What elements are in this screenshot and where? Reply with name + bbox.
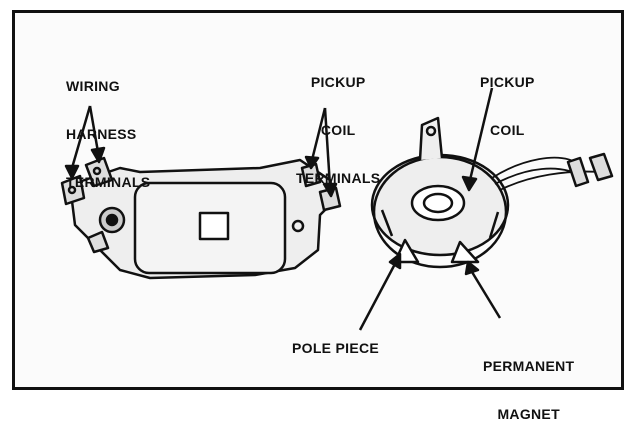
label-line: TERMINALS: [296, 170, 381, 186]
label-line: WIRING: [66, 78, 120, 94]
label-line: PICKUP: [310, 74, 366, 90]
pole-piece-tooth: [450, 240, 480, 264]
label-wiring-harness-terminals: WIRING HARNESS TERMINALS: [66, 46, 150, 206]
label-line: COIL: [490, 122, 525, 138]
label-line: MAGNET: [497, 406, 560, 422]
label-pickup-coil: PICKUP COIL: [480, 42, 535, 154]
label-permanent-magnet: PERMANENT MAGNET: [483, 326, 574, 438]
wire-connector: [566, 156, 590, 188]
harness-terminal-left: [60, 174, 86, 206]
label-line: TERMINALS: [66, 174, 151, 190]
pickup-mount-tab: [418, 116, 444, 161]
label-pole-piece: POLE PIECE: [292, 340, 380, 356]
label-line: PERMANENT: [483, 358, 575, 374]
label-line: HARNESS: [66, 126, 137, 142]
module-window: [198, 211, 230, 241]
label-line: COIL: [320, 122, 356, 138]
label-pickup-coil-terminals: PICKUP COIL TERMINALS: [296, 42, 380, 202]
wire-connector: [588, 152, 614, 182]
module-mount-hole: [291, 219, 305, 233]
pickup-coil-center: [410, 184, 466, 222]
ignition-module-diagram: [60, 87, 614, 331]
label-line: PICKUP: [480, 74, 535, 90]
